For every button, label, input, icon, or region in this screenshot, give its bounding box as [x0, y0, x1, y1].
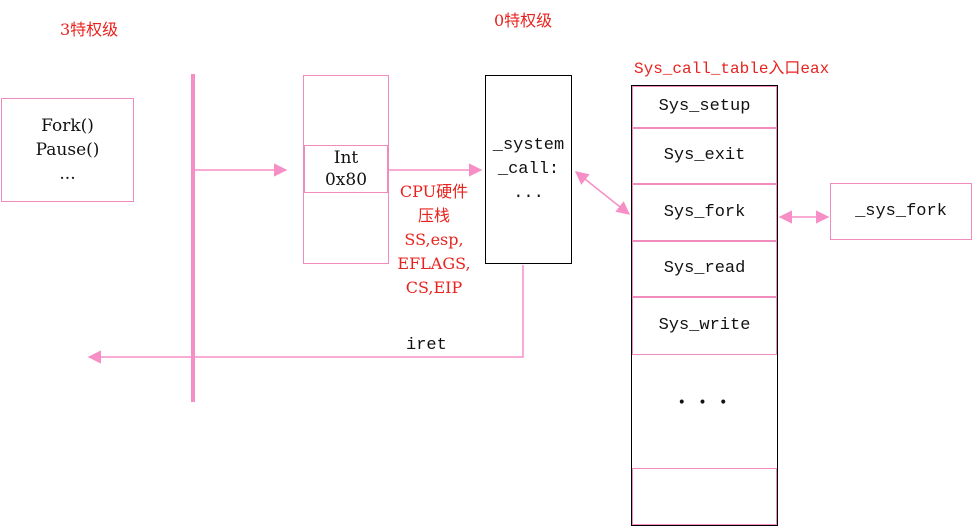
table-entry: Sys_write [632, 297, 777, 355]
table-entry: Sys_exit [632, 128, 777, 184]
system-call-line3: ... [513, 183, 544, 203]
user-line-ellipsis: ... [59, 164, 76, 184]
level0-label: 0特权级 [494, 11, 553, 30]
table-entry-label: Sys_fork [663, 202, 746, 222]
int-line2: 0x80 [324, 170, 368, 190]
cpu-note-line5: CS,EIP [405, 278, 463, 297]
cpu-note-line1: CPU硬件 [399, 182, 469, 201]
table-entry-label: Sys_setup [658, 97, 751, 116]
iret-label: iret [406, 336, 447, 355]
level3-label: 3特权级 [60, 20, 119, 39]
system-call-line1: _system [492, 135, 565, 155]
iret-return-path [87, 265, 524, 364]
table-entry-empty [632, 468, 777, 525]
system-call-line2: _call: [497, 159, 560, 179]
table-entry-label: Sys_read [663, 259, 746, 278]
cpu-note-line4: EFLAGS, [397, 254, 471, 273]
arrow-system-call-table [574, 171, 631, 215]
table-entry: Sys_setup [632, 86, 777, 128]
table-ellipsis: • • • [677, 395, 732, 411]
int-0x80-box: Int 0x80 [304, 145, 388, 193]
table-entry-label: Sys_exit [663, 146, 746, 165]
cpu-note-line3: SS,esp, [404, 230, 464, 249]
cpu-push-note: CPU硬件 压栈 SS,esp, EFLAGS, CS,EIP [392, 180, 476, 300]
table-entry: Sys_fork [632, 184, 777, 241]
system-call-box: _system _call: ... [485, 75, 572, 264]
user-line-pause: Pause() [35, 140, 100, 160]
int-line1: Int [333, 148, 359, 168]
table-title: Sys_call_table入口eax [634, 60, 830, 78]
table-entry-label: Sys_write [658, 316, 751, 335]
user-call-box: Fork() Pause() ... [1, 98, 134, 202]
user-line-fork: Fork() [41, 116, 94, 136]
table-entry: Sys_read [632, 241, 777, 297]
cpu-note-line2: 压栈 [417, 206, 450, 225]
sys-fork-box: _sys_fork [830, 183, 972, 240]
sys-fork-label: _sys_fork [855, 201, 947, 221]
